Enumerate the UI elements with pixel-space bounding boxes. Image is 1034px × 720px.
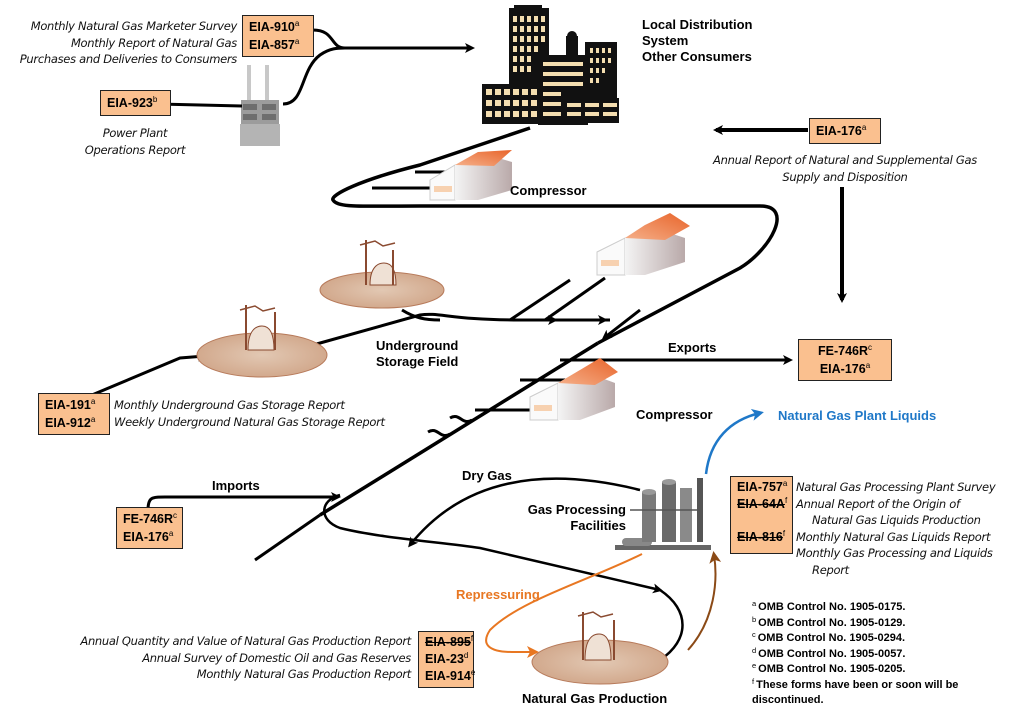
form-code[interactable]: EIA-176a <box>819 361 871 377</box>
compressor-building-mid-icon <box>596 213 690 276</box>
power-plant-icon <box>240 65 280 146</box>
city-buildings-icon <box>482 5 619 125</box>
form-code[interactable]: EIA-923b <box>107 95 158 111</box>
compressor-top-label: Compressor <box>510 183 587 198</box>
imports-label: Imports <box>212 478 260 493</box>
description-line: Power Plant <box>102 126 168 140</box>
power-plant-form-descriptions: Power Plant Operations Report <box>70 125 200 158</box>
description-line: Operations Report <box>84 142 186 157</box>
description-line: Weekly Underground Natural Gas Storage R… <box>114 414 385 429</box>
production-label: Natural Gas Production <box>522 691 668 706</box>
description-line: Annual Quantity and Value of Natural Gas… <box>80 634 411 648</box>
label-line: Facilities <box>570 518 626 533</box>
storage-wellhead-icon <box>319 240 445 309</box>
ngl-label: Natural Gas Plant Liquids <box>778 408 937 423</box>
processing-form-descriptions: Natural Gas Processing Plant Survey Annu… <box>796 479 996 578</box>
form-code-discontinued[interactable]: EIA-816f <box>737 529 786 545</box>
exports-form-box: FE-746Rc EIA-176a <box>798 339 892 381</box>
form-code[interactable]: EIA-176a <box>123 529 174 545</box>
form-code[interactable]: EIA-191a <box>45 397 96 413</box>
power-plant-form-box: EIA-923b <box>100 90 171 116</box>
description-line: Monthly Report of Natural Gas <box>70 35 237 50</box>
form-code[interactable]: FE-746Rc <box>123 511 178 527</box>
description-line: Natural Gas Liquids Production <box>812 513 981 527</box>
label-line: Other Consumers <box>642 49 752 64</box>
label-line: Underground <box>376 338 459 353</box>
gas-processing-plant-icon <box>615 478 711 550</box>
gas-processing-label: Gas Processing Facilities <box>528 502 626 534</box>
form-code[interactable]: EIA-176a <box>816 123 867 139</box>
imports-form-box: FE-746Rc EIA-176a <box>116 507 183 549</box>
description-line: Supply and Disposition <box>782 169 908 184</box>
description-line: Report <box>812 562 849 577</box>
storage-form-descriptions: Monthly Underground Gas Storage Report W… <box>114 397 385 430</box>
compressor-building-top-icon <box>429 150 512 201</box>
production-form-descriptions: Annual Quantity and Value of Natural Gas… <box>80 633 411 683</box>
exports-label: Exports <box>668 340 717 355</box>
label-line: Local Distribution <box>642 17 753 32</box>
production-form-box: EIA-895f EIA-23d EIA-914e <box>418 631 476 688</box>
form-code[interactable]: EIA-757a <box>737 479 788 495</box>
form-code[interactable]: EIA-910a <box>249 19 300 35</box>
form-code[interactable]: EIA-912a <box>45 415 96 431</box>
description-line: Monthly Natural Gas Liquids Report <box>796 529 991 544</box>
form-code-discontinued[interactable]: EIA-64Af <box>737 496 788 512</box>
processing-form-box: EIA-757a EIA-64Af EIA-816f <box>730 476 793 554</box>
supply-disposition-descriptions: Annual Report of Natural and Supplementa… <box>690 152 1000 185</box>
description-line: Annual Survey of Domestic Oil and Gas Re… <box>142 650 411 665</box>
description-line: Natural Gas Processing Plant Survey <box>796 480 996 494</box>
form-code-discontinued[interactable]: EIA-895f <box>425 634 474 650</box>
repressuring-label: Repressuring <box>456 587 540 602</box>
description-line: Monthly Underground Gas Storage Report <box>114 398 345 412</box>
description-line: Monthly Gas Processing and Liquids <box>796 546 993 560</box>
dry-gas-label: Dry Gas <box>462 468 512 483</box>
label-line: Gas Processing <box>527 502 626 517</box>
label-line: System <box>642 33 689 48</box>
consumers-form-box: EIA-910a EIA-857a <box>242 15 314 57</box>
compressor-building-low-icon <box>529 358 618 421</box>
description-line: Monthly Natural Gas Production Report <box>196 667 412 681</box>
storage-wellhead-2-icon <box>196 305 328 378</box>
form-code[interactable]: EIA-23d <box>425 651 469 667</box>
consumers-form-descriptions: Monthly Natural Gas Marketer Survey Mont… <box>19 18 238 68</box>
form-code[interactable]: EIA-914e <box>425 668 476 684</box>
form-code[interactable]: FE-746Rc <box>817 343 873 359</box>
local-distribution-label: Local Distribution System Other Consumer… <box>642 17 753 65</box>
compressor-mid-label: Compressor <box>636 407 713 422</box>
underground-storage-label: Underground Storage Field <box>376 338 458 370</box>
description-line: Monthly Natural Gas Marketer Survey <box>30 19 238 33</box>
description-line: Purchases and Deliveries to Consumers <box>19 52 238 66</box>
supply-disposition-form-box: EIA-176a <box>809 118 881 144</box>
description-line: Annual Report of the Origin of <box>796 496 960 511</box>
footnote: discontinued. <box>752 694 824 706</box>
label-line: Storage Field <box>376 354 459 369</box>
form-code[interactable]: EIA-857a <box>249 37 300 53</box>
storage-form-box: EIA-191a EIA-912a <box>38 393 110 435</box>
description-line: Annual Report of Natural and Supplementa… <box>713 153 977 167</box>
production-wellhead-icon <box>531 611 669 685</box>
